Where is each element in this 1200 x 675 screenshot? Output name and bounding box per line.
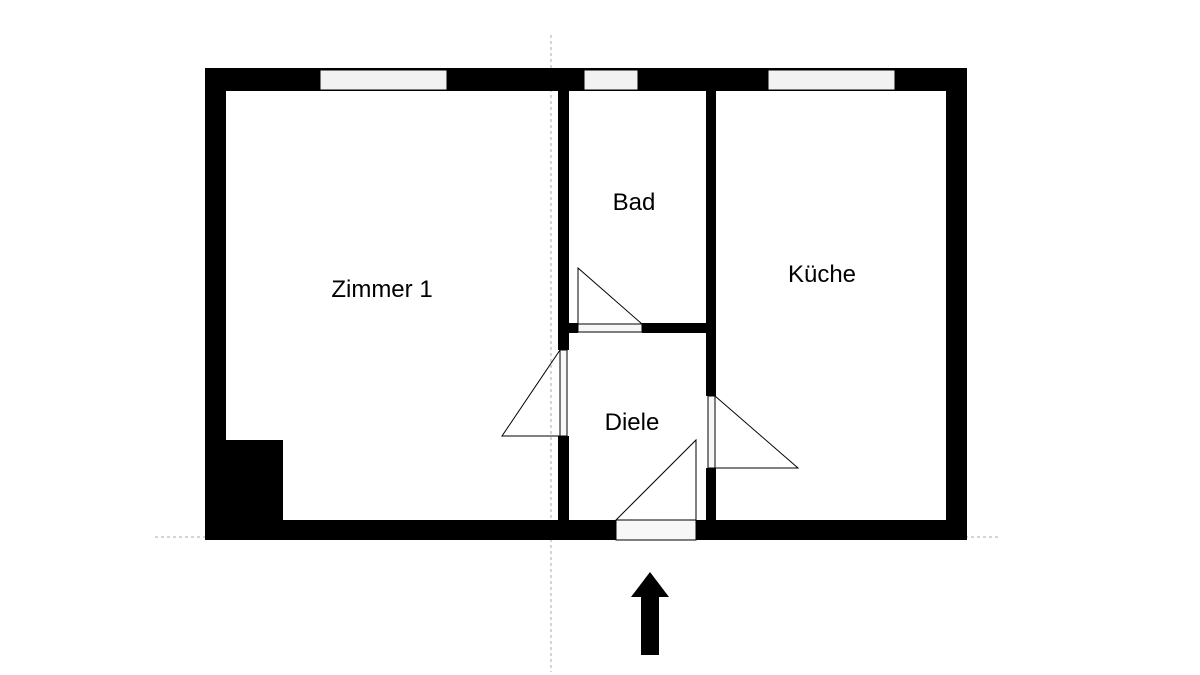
walls [205, 68, 967, 540]
window-zimmer1 [319, 69, 448, 91]
window-kueche [767, 69, 896, 91]
door-swing-entrance [615, 438, 697, 521]
door-leaf-bad [577, 323, 643, 333]
window-bad [583, 69, 639, 91]
room-label-kueche: Küche [788, 261, 856, 288]
left-wall [205, 68, 226, 540]
guide-lines [155, 35, 1000, 672]
doors [501, 266, 800, 541]
bottom-wall [205, 520, 967, 540]
room-label-bad: Bad [613, 189, 656, 216]
door-swing-zimmer1 [501, 349, 561, 437]
entrance-arrow-icon [631, 572, 669, 655]
wall-bad-kueche [706, 68, 716, 540]
chimney-block [205, 440, 283, 540]
windows [319, 69, 896, 91]
right-wall [946, 68, 967, 540]
room-label-diele: Diele [605, 409, 660, 436]
room-labels: Zimmer 1 Bad Küche Diele [331, 189, 856, 436]
wall-zimmer-bad [558, 68, 569, 540]
room-label-zimmer1: Zimmer 1 [331, 276, 432, 303]
door-leaf-kueche [707, 395, 716, 469]
door-swing-bad [577, 266, 643, 325]
door-leaf-entrance [615, 519, 697, 541]
door-leaf-zimmer1 [559, 349, 568, 437]
door-swing-kueche [714, 395, 800, 469]
